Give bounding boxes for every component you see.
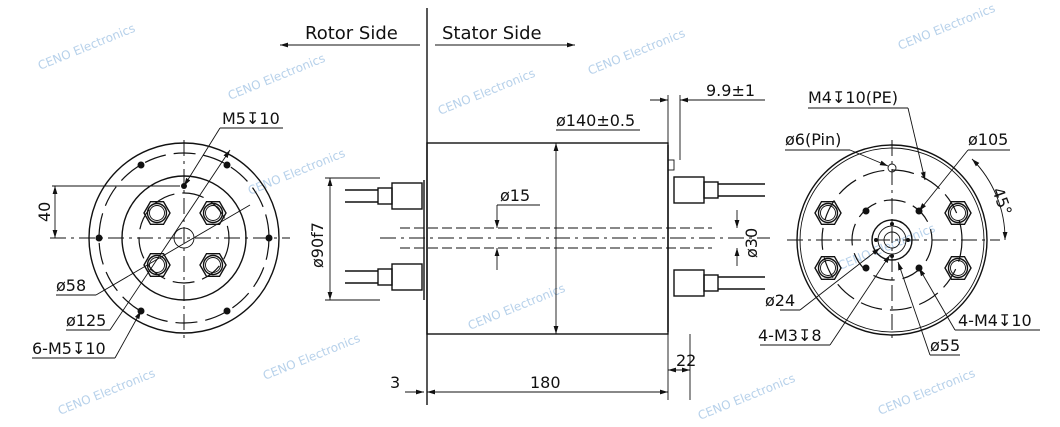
watermark: CENO Electronics xyxy=(246,146,347,198)
watermark: CENO Electronics xyxy=(466,281,567,333)
label-len-3: 3 xyxy=(390,373,400,392)
label-d140: ø140±0.5 xyxy=(556,111,635,130)
label-m3: 4-M3↧8 xyxy=(758,326,822,345)
watermark: CENO Electronics xyxy=(896,1,997,53)
watermark: CENO Electronics xyxy=(836,221,937,273)
label-d55: ø55 xyxy=(930,336,960,355)
stator-end-view: 45° M4↧10(PE) ø6(Pin) ø105 ø24 4-M3↧8 ø5… xyxy=(758,88,1040,356)
label-d24: ø24 xyxy=(765,291,795,310)
label-d15: ø15 xyxy=(500,186,530,205)
label-offset: 9.9±1 xyxy=(706,81,755,100)
side-view: ø140±0.5 ø90f7 ø15 ø30 9.9±1 180 3 22 xyxy=(308,81,770,400)
label-d58: ø58 xyxy=(56,276,86,295)
label-d30: ø30 xyxy=(742,228,761,258)
watermarks: CENO Electronics CENO Electronics CENO E… xyxy=(36,1,997,423)
label-pe: M4↧10(PE) xyxy=(808,88,898,107)
label-len-180: 180 xyxy=(530,373,561,392)
watermark: CENO Electronics xyxy=(261,331,362,383)
label-pin: ø6(Pin) xyxy=(785,130,841,149)
watermark: CENO Electronics xyxy=(436,66,537,118)
watermark: CENO Electronics xyxy=(36,21,137,73)
watermark: CENO Electronics xyxy=(696,371,797,423)
label-d125: ø125 xyxy=(66,311,106,330)
stator-side-label: Stator Side xyxy=(442,23,542,44)
side-indicator: Rotor Side Stator Side xyxy=(280,8,575,405)
watermark: CENO Electronics xyxy=(876,366,977,418)
label-m4: 4-M4↧10 xyxy=(958,311,1032,330)
label-d105: ø105 xyxy=(968,130,1008,149)
watermark: CENO Electronics xyxy=(56,366,157,418)
label-6-m5: 6-M5↧10 xyxy=(32,339,106,358)
rotor-end-view: 40 M5↧10 ø58 ø125 6-M5↧10 xyxy=(32,109,290,359)
dim-40: 40 xyxy=(35,202,54,222)
label-d90f7: ø90f7 xyxy=(308,222,327,268)
label-len-22: 22 xyxy=(676,351,696,370)
label-m5-top: M5↧10 xyxy=(222,109,280,128)
rotor-side-label: Rotor Side xyxy=(305,23,398,44)
watermark: CENO Electronics xyxy=(586,26,687,78)
watermark: CENO Electronics xyxy=(226,51,327,103)
label-angle: 45° xyxy=(988,185,1016,218)
